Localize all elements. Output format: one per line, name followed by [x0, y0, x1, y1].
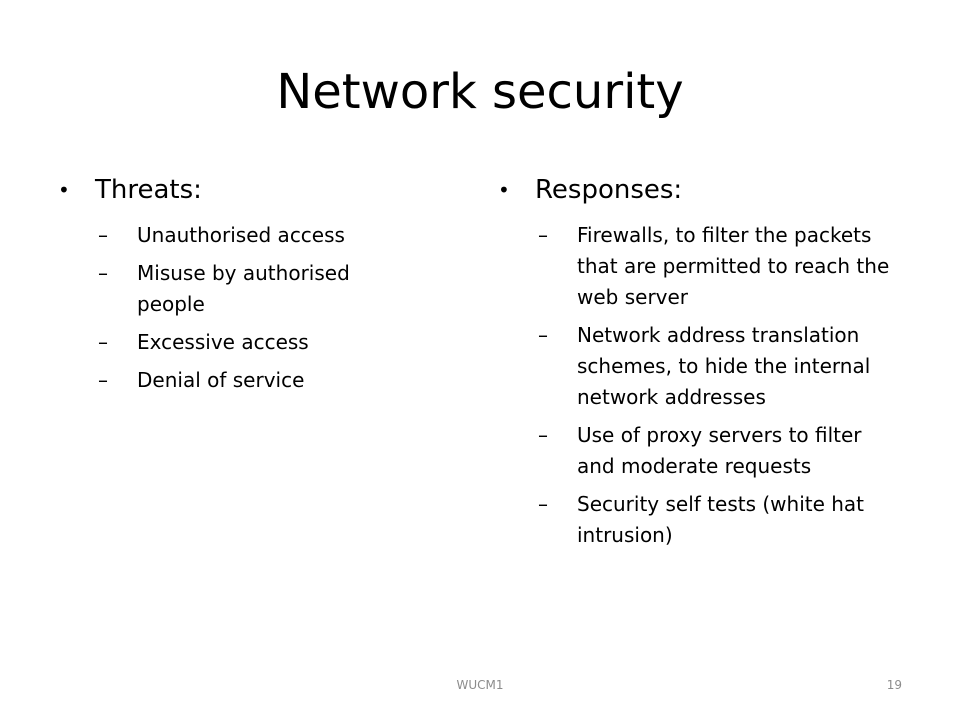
- list-item-text: Network address translation schemes, to …: [577, 323, 871, 409]
- dash-icon: –: [538, 323, 548, 347]
- list-item: – Firewalls, to filter the packets that …: [498, 220, 898, 313]
- list-item-text: Denial of service: [137, 368, 305, 392]
- threats-list: – Unauthorised access – Misuse by author…: [58, 220, 398, 396]
- list-item: – Denial of service: [58, 365, 398, 396]
- list-item: – Use of proxy servers to filter and mod…: [498, 420, 898, 482]
- list-item-text: Security self tests (white hat intrusion…: [577, 492, 865, 547]
- dash-icon: –: [98, 330, 108, 354]
- list-item: – Network address translation schemes, t…: [498, 320, 898, 413]
- threats-column: • Threats: – Unauthorised access – Misus…: [58, 172, 398, 403]
- list-item: – Unauthorised access: [58, 220, 398, 251]
- list-item: – Misuse by authorised people: [58, 258, 398, 320]
- page-number: 19: [886, 678, 902, 692]
- footer-label: WUCM1: [456, 678, 504, 692]
- dash-icon: –: [98, 368, 108, 392]
- list-item-text: Use of proxy servers to filter and moder…: [577, 423, 862, 478]
- threats-heading: Threats:: [95, 175, 202, 205]
- responses-heading-row: • Responses:: [498, 172, 898, 208]
- responses-column: • Responses: – Firewalls, to filter the …: [498, 172, 898, 558]
- list-item-text: Firewalls, to filter the packets that ar…: [577, 223, 890, 309]
- bullet-icon: •: [498, 178, 510, 202]
- threats-heading-row: • Threats:: [58, 172, 398, 208]
- dash-icon: –: [538, 423, 548, 447]
- list-item: – Excessive access: [58, 327, 398, 358]
- list-item-text: Misuse by authorised people: [137, 261, 350, 316]
- dash-icon: –: [538, 492, 548, 516]
- slide-title: Network security: [276, 64, 684, 120]
- dash-icon: –: [98, 223, 108, 247]
- list-item: – Security self tests (white hat intrusi…: [498, 489, 898, 551]
- dash-icon: –: [538, 223, 548, 247]
- dash-icon: –: [98, 261, 108, 285]
- list-item-text: Excessive access: [137, 330, 309, 354]
- responses-list: – Firewalls, to filter the packets that …: [498, 220, 898, 551]
- responses-heading: Responses:: [535, 175, 683, 205]
- bullet-icon: •: [58, 178, 70, 202]
- list-item-text: Unauthorised access: [137, 223, 345, 247]
